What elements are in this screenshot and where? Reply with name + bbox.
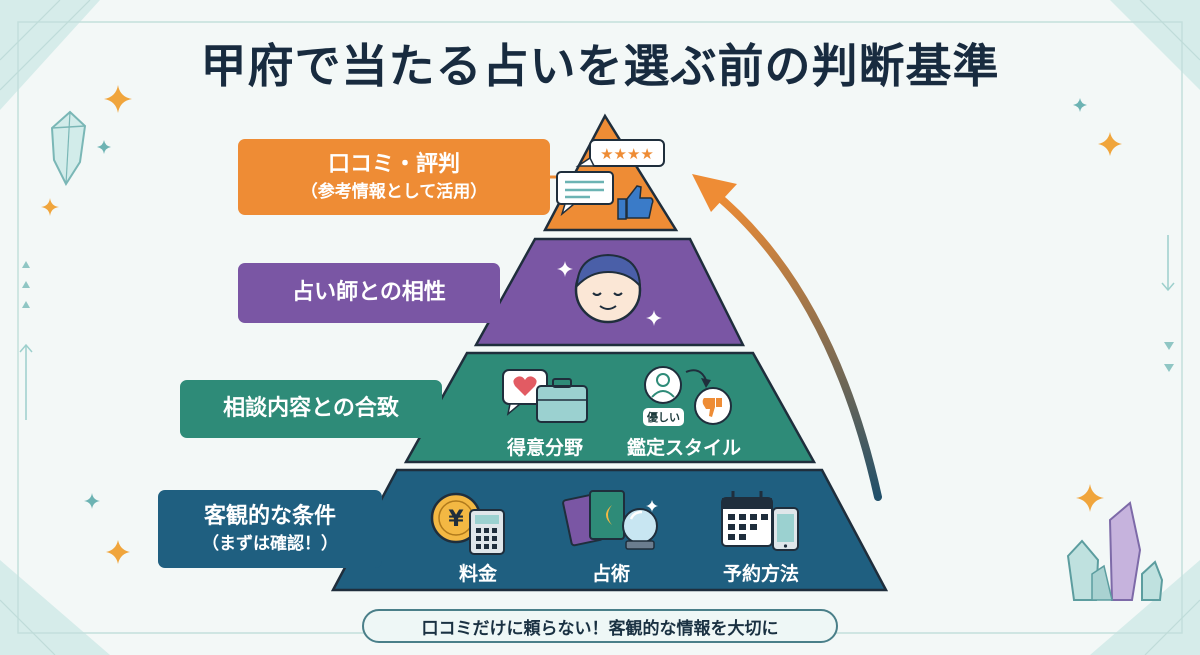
caption-method: 占術: [591, 563, 630, 585]
label-objective-note: （まずは確認！）: [202, 534, 338, 554]
sparkle-icon: [41, 85, 1122, 564]
caption-style: 鑑定スタイル: [626, 437, 741, 459]
chat-bubble-icon: [556, 171, 614, 217]
label-review: 口コミ・評判 （参考情報として活用）: [238, 139, 550, 215]
face-icon: [574, 253, 642, 324]
arrow-up-icon: [692, 174, 882, 501]
crystal-ball-icon: [622, 500, 658, 550]
sparkle-icon: [557, 261, 662, 326]
crystal-cluster-icon: [1066, 501, 1164, 601]
calendar-icon: [721, 491, 773, 547]
person-icon: [644, 366, 682, 404]
thumbs-down-icon: [694, 387, 732, 425]
calculator-icon: [469, 509, 505, 555]
svg-text:★★★★: ★★★★: [600, 145, 654, 163]
briefcase-icon: [536, 378, 588, 423]
label-objective-main: 客観的な条件: [203, 504, 336, 529]
star-rating-icon: ★★★★: [575, 139, 665, 167]
thumbs-up-icon: [617, 185, 654, 220]
svg-text:¥: ¥: [448, 507, 464, 532]
label-compatibility: 占い師との相性: [238, 263, 500, 323]
caption-booking: 予約方法: [722, 563, 799, 585]
label-objective: 客観的な条件 （まずは確認！）: [158, 490, 382, 568]
label-review-main: 口コミ・評判: [327, 152, 460, 177]
label-match: 相談内容との合致: [180, 380, 442, 438]
caption-fee: 料金: [458, 563, 497, 585]
footer-banner: 口コミだけに頼らない！客観的な情報を大切に: [362, 609, 838, 643]
page-title: 甲府で当たる占いを選ぶ前の判断基準: [200, 39, 1000, 93]
tarot-cards-icon: [562, 490, 625, 547]
caption-specialty: 得意分野: [506, 437, 583, 459]
crystal-icon: [50, 110, 87, 187]
style-tag: 優しい: [643, 408, 684, 426]
curved-arrow-icon: [685, 369, 711, 388]
label-review-note: （参考情報として活用）: [300, 182, 488, 202]
smartphone-icon: [772, 507, 799, 551]
label-match-main: 相談内容との合致: [223, 396, 399, 421]
label-compatibility-main: 占い師との相性: [292, 280, 446, 305]
